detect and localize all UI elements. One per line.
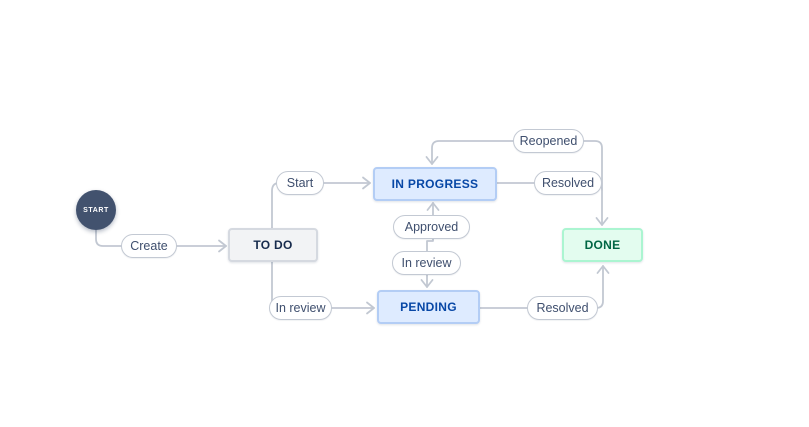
transition-pill-in-review-mid[interactable]: In review (392, 251, 461, 275)
arrowhead-approved (426, 202, 440, 211)
arrowhead-in-review-left (366, 301, 375, 315)
transition-pill-approved-label: Approved (404, 220, 459, 234)
status-node-todo-label: TO DO (253, 238, 293, 252)
status-node-pending-label: PENDING (400, 300, 457, 314)
transition-pill-create[interactable]: Create (121, 234, 177, 258)
arrowhead-in-review-mid (420, 279, 434, 288)
transition-pill-create-label: Create (130, 239, 168, 253)
status-node-start-label: START (83, 206, 109, 214)
transition-pill-resolved-top-label: Resolved (541, 176, 595, 190)
transition-line-create (95, 229, 227, 247)
transition-pill-in-review-left-label: In review (275, 301, 326, 315)
arrowhead-resolved-top (595, 217, 609, 226)
transition-pill-reopened-label: Reopened (519, 134, 578, 148)
status-node-in-progress-label: IN PROGRESS (391, 177, 479, 191)
status-node-start[interactable]: START (76, 190, 116, 230)
transition-pill-reopened[interactable]: Reopened (513, 129, 584, 153)
status-node-in-progress[interactable]: IN PROGRESS (373, 167, 497, 201)
arrowhead-reopened (425, 156, 439, 165)
arrowhead-resolved-bottom (596, 265, 610, 274)
arrowhead-create (218, 239, 227, 253)
transition-pill-start-label: Start (286, 176, 314, 190)
status-node-pending[interactable]: PENDING (377, 290, 480, 324)
transition-pill-resolved-top[interactable]: Resolved (534, 171, 602, 195)
transition-pill-resolved-bottom-label: Resolved (536, 301, 589, 315)
arrowhead-start (362, 176, 371, 190)
status-node-todo[interactable]: TO DO (228, 228, 318, 262)
transition-pill-start[interactable]: Start (276, 171, 324, 195)
transition-pill-approved[interactable]: Approved (393, 215, 470, 239)
transition-pill-in-review-left[interactable]: In review (269, 296, 332, 320)
transition-pill-in-review-mid-label: In review (401, 256, 452, 270)
transition-pill-resolved-bottom[interactable]: Resolved (527, 296, 598, 320)
status-node-done-label: DONE (584, 238, 621, 252)
status-node-done[interactable]: DONE (562, 228, 643, 262)
